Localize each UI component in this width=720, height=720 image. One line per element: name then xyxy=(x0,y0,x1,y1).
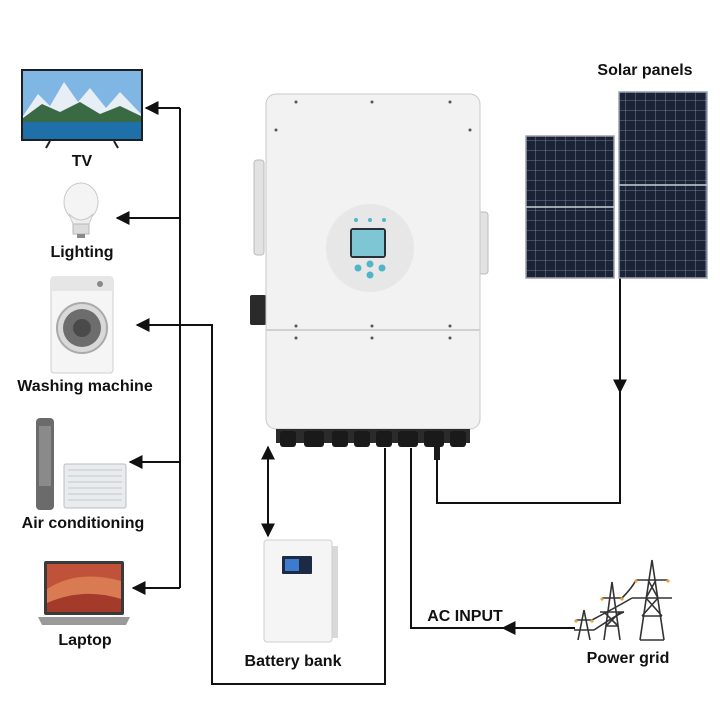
load-bus xyxy=(115,101,181,595)
air-conditioning-label: Air conditioning xyxy=(21,515,145,532)
inverter-icon xyxy=(250,93,489,460)
tv-icon xyxy=(21,69,143,149)
ac-input-label: AC INPUT xyxy=(427,608,503,625)
solar-feed xyxy=(436,278,627,504)
laptop-icon xyxy=(38,561,130,625)
battery-icon xyxy=(263,539,338,643)
power-grid-label: Power grid xyxy=(586,650,670,667)
laptop-label: Laptop xyxy=(58,632,112,649)
light-bulb-icon xyxy=(63,182,99,238)
solar-panel-icon xyxy=(525,91,708,279)
lighting-label: Lighting xyxy=(50,244,114,261)
washing-machine-icon xyxy=(50,276,114,374)
tv-label: TV xyxy=(71,153,93,170)
washing-machine-feed xyxy=(135,318,386,685)
battery-bank-label: Battery bank xyxy=(244,653,342,670)
power-tower-icon xyxy=(574,559,672,641)
solar-panels-label: Solar panels xyxy=(597,62,693,79)
air-conditioner-icon xyxy=(36,418,127,510)
ac-input-feed xyxy=(410,448,575,635)
washing-machine-label: Washing machine xyxy=(17,378,153,395)
